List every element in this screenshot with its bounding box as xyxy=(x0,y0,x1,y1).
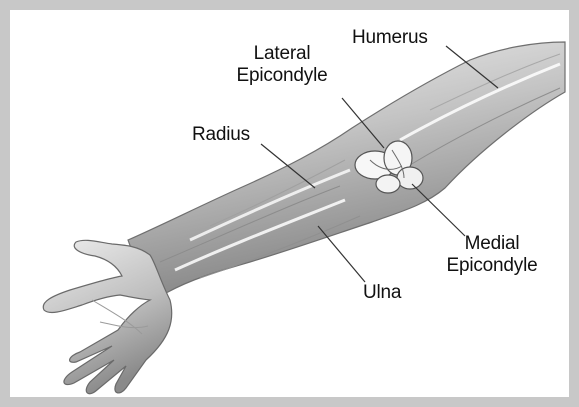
hand-silhouette xyxy=(43,240,172,393)
label-lateral-epicondyle: Lateral Epicondyle xyxy=(224,43,340,87)
label-radius: Radius xyxy=(192,124,250,146)
label-medial-epicondyle: Medial Epicondyle xyxy=(436,233,548,277)
label-humerus: Humerus xyxy=(352,27,428,49)
label-lateral-epicondyle-line-1: Lateral xyxy=(224,43,340,65)
label-medial-epicondyle-line-2: Epicondyle xyxy=(436,255,548,277)
leader-ulna xyxy=(318,226,365,282)
label-medial-epicondyle-line-1: Medial xyxy=(436,233,548,255)
label-ulna: Ulna xyxy=(363,282,401,304)
label-lateral-epicondyle-line-2: Epicondyle xyxy=(224,65,340,87)
